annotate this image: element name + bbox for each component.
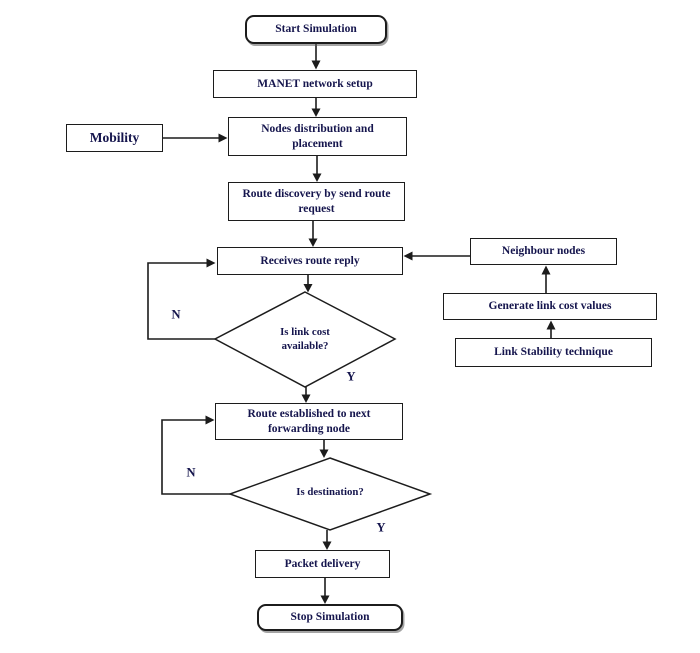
node-mobility: Mobility (66, 124, 163, 152)
connector-link-stability-to-generate (546, 320, 556, 338)
connector-manet-setup-to-nodes-distribution (311, 98, 321, 117)
node-nodes-distribution-label: Nodes distribution and placement (261, 122, 374, 150)
decision-is-destination-shape (227, 457, 433, 531)
node-start-label: Start Simulation (275, 23, 357, 36)
connector-mobility-to-nodes-distribution (163, 133, 228, 143)
connector-start-to-manet-setup (311, 44, 321, 70)
connector-is-link-cost-no-loop (147, 258, 216, 340)
connector-packet-to-stop (320, 578, 330, 604)
decision-is-link-cost-label: Is link cost available? (280, 325, 330, 352)
node-neighbour-nodes-label: Neighbour nodes (501, 245, 586, 258)
branch-label-link-cost-no: N (171, 307, 181, 322)
connector-is-link-cost-yes (301, 387, 311, 403)
connector-nodes-distribution-to-route-discovery (312, 156, 322, 182)
node-manet-setup: MANET network setup (213, 70, 417, 98)
connector-route-established-to-is-destination (319, 440, 329, 458)
connector-receives-to-is-link-cost (303, 275, 313, 293)
connector-is-destination-yes (322, 530, 332, 550)
connector-neighbour-to-receives (403, 251, 470, 261)
node-packet-delivery-label: Packet delivery (284, 557, 361, 570)
node-mobility-label: Mobility (89, 130, 140, 146)
node-packet-delivery: Packet delivery (255, 550, 390, 578)
decision-is-link-cost-shape (213, 291, 397, 388)
branch-label-destination-no: N (186, 465, 196, 480)
branch-label-link-cost-yes: Y (346, 369, 356, 384)
node-stop-label: Stop Simulation (290, 611, 370, 624)
node-route-established: Route established to next forwarding nod… (215, 403, 403, 440)
branch-label-destination-yes: Y (376, 520, 386, 535)
node-receives-route-reply-label: Receives route reply (260, 254, 360, 267)
node-neighbour-nodes: Neighbour nodes (470, 238, 617, 265)
node-route-discovery: Route discovery by send route request (228, 182, 405, 221)
node-route-discovery-label: Route discovery by send route request (242, 187, 391, 215)
connector-route-discovery-to-receives (308, 221, 318, 247)
node-start: Start Simulation (245, 15, 387, 44)
node-receives-route-reply: Receives route reply (217, 247, 403, 275)
node-generate-link-cost-label: Generate link cost values (488, 300, 612, 313)
node-link-stability: Link Stability technique (455, 338, 652, 367)
connector-generate-to-neighbour (541, 265, 551, 293)
decision-is-destination-label: Is destination? (296, 485, 364, 498)
node-link-stability-label: Link Stability technique (494, 346, 613, 359)
node-route-established-label: Route established to next forwarding nod… (247, 407, 371, 435)
connector-is-destination-no-loop (161, 415, 230, 495)
node-generate-link-cost: Generate link cost values (443, 293, 657, 320)
node-manet-setup-label: MANET network setup (257, 77, 373, 90)
node-nodes-distribution: Nodes distribution and placement (228, 117, 407, 156)
node-stop: Stop Simulation (257, 604, 403, 631)
